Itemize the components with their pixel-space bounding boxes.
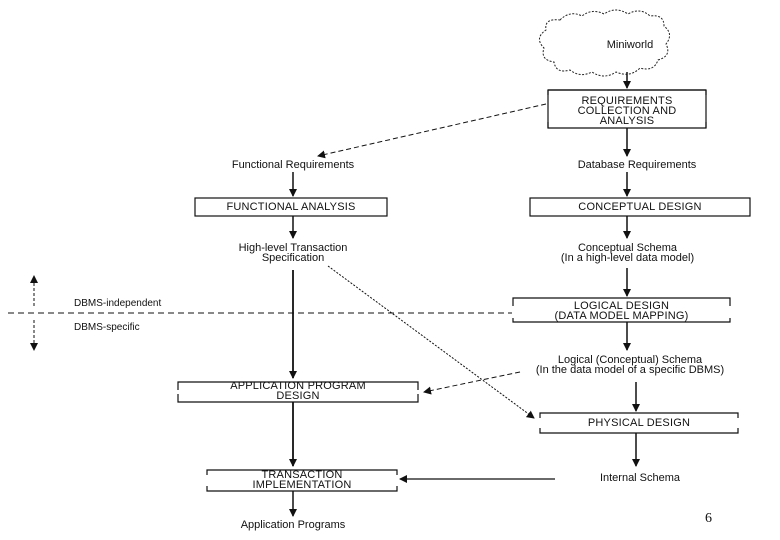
- dbms-specific-label: DBMS-specific: [74, 322, 140, 333]
- transaction-impl-label-2: IMPLEMENTATION: [252, 479, 352, 491]
- conceptual-schema-label-2: (In a high-level data model): [560, 252, 695, 264]
- logical-design-label-2: (DATA MODEL MAPPING): [554, 310, 689, 322]
- arrow-transspec-physical: [327, 265, 535, 419]
- physical-design-box: [539, 412, 739, 434]
- functional-requirements-label: Functional Requirements: [231, 159, 355, 171]
- database-requirements-label: Database Requirements: [577, 159, 697, 171]
- requirements-label-2: COLLECTION AND: [577, 105, 677, 117]
- functional-analysis-box: [194, 197, 388, 217]
- transaction-impl-label-1: TRANSACTION: [261, 469, 343, 481]
- requirements-label-3: ANALYSIS: [599, 115, 655, 127]
- transaction-spec-label-2: Specification: [261, 252, 325, 264]
- dbms-independent-label: DBMS-independent: [74, 298, 162, 309]
- conceptual-design-box: [529, 197, 751, 217]
- transaction-spec-label-1: High-level Transaction: [238, 242, 348, 254]
- conceptual-design-label: CONCEPTUAL DESIGN: [578, 201, 702, 213]
- page-number: 6: [705, 511, 712, 526]
- miniworld-cloud: [539, 9, 670, 77]
- application-programs-label: Application Programs: [240, 519, 346, 531]
- internal-schema-label: Internal Schema: [599, 472, 681, 484]
- requirements-label-1: REQUIREMENTS: [581, 95, 673, 107]
- functional-analysis-label: FUNCTIONAL ANALYSIS: [226, 201, 356, 213]
- miniworld-label: Miniworld: [606, 39, 654, 51]
- arrow-requirements-funcreq: [317, 103, 547, 159]
- logical-design-box: [512, 297, 731, 323]
- logical-schema-label-2: (In the data model of a specific DBMS): [535, 364, 725, 376]
- logical-design-label-1: LOGICAL DESIGN: [573, 300, 670, 312]
- arrow-lschema-appdesign: [423, 371, 521, 395]
- app-program-design-box: [177, 381, 419, 403]
- conceptual-schema-label-1: Conceptual Schema: [577, 242, 678, 254]
- transaction-impl-box: [206, 469, 398, 492]
- app-program-design-label-2: DESIGN: [276, 390, 320, 402]
- logical-schema-label-1: Logical (Conceptual) Schema: [557, 354, 703, 366]
- app-program-design-label-1: APPLICATION PROGRAM: [230, 380, 366, 392]
- physical-design-label: PHYSICAL DESIGN: [587, 417, 691, 429]
